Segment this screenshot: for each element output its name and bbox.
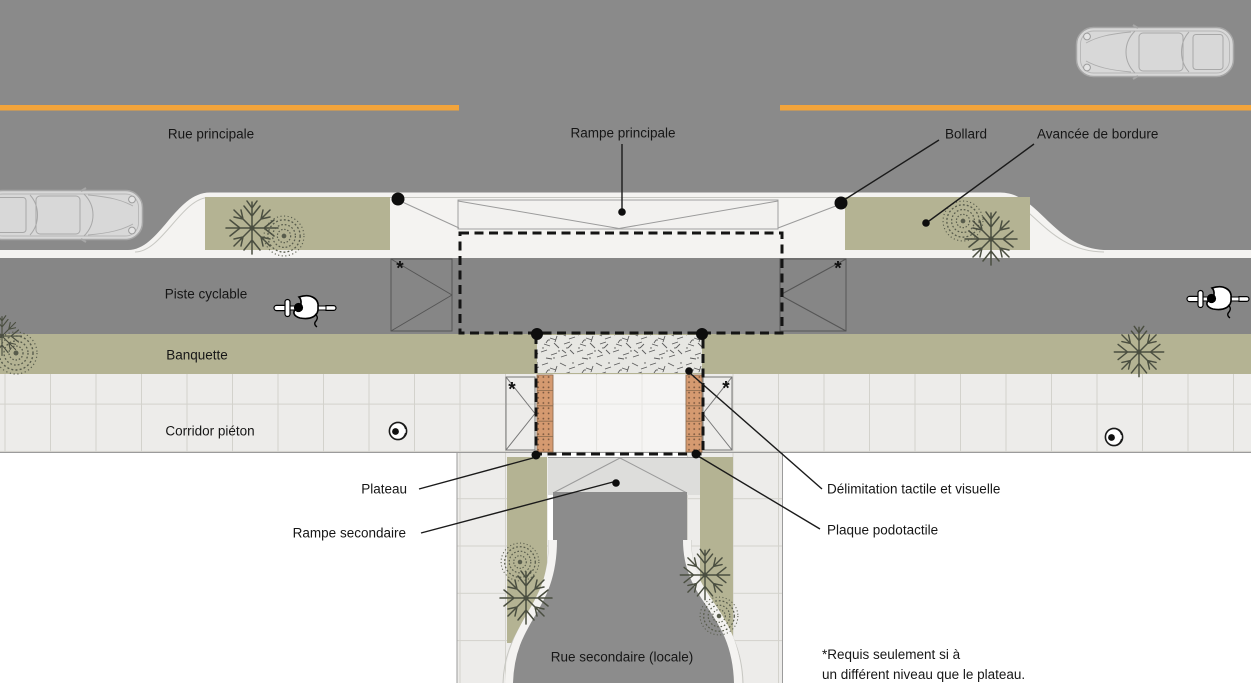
secondary-ramp-area bbox=[548, 457, 703, 495]
leader-lines bbox=[418, 139, 1035, 534]
leader-dot bbox=[685, 367, 693, 375]
label-rue-principale: Rue principale bbox=[167, 126, 255, 142]
footnote: *Requis seulement si à un différent nive… bbox=[822, 645, 1025, 683]
asterisk-marker: * bbox=[508, 379, 516, 401]
leader-dot bbox=[922, 219, 930, 227]
label-banquette: Banquette bbox=[166, 347, 228, 363]
label-piste-cyclable: Piste cyclable bbox=[164, 286, 248, 302]
label-plateau: Plateau bbox=[361, 481, 407, 497]
pedestrian-corridor-band bbox=[0, 374, 1251, 453]
tactile-delimitation-strip bbox=[537, 335, 702, 373]
bike-lane-band bbox=[0, 258, 1251, 334]
leader-dot bbox=[618, 208, 626, 216]
crossing-dot bbox=[696, 328, 708, 340]
footnote-line1: *Requis seulement si à bbox=[822, 647, 961, 662]
planting-strip-right bbox=[845, 197, 1030, 250]
label-plaque-podotactile: Plaque podotactile bbox=[827, 522, 939, 538]
planting-strip-left bbox=[205, 197, 390, 250]
lane-marking-right bbox=[780, 105, 1251, 111]
car-icon bbox=[0, 187, 144, 243]
label-avancee-de-bordure: Avancée de bordure bbox=[1037, 126, 1159, 142]
crossing-dot bbox=[531, 328, 543, 340]
bollard-dot bbox=[834, 196, 848, 210]
plateau-outline bbox=[458, 231, 784, 456]
asterisk-marker: * bbox=[722, 378, 730, 400]
lane-marking-left bbox=[0, 105, 459, 111]
label-rue-secondaire: Rue secondaire (locale) bbox=[550, 649, 694, 665]
label-corridor-pieton: Corridor piéton bbox=[165, 423, 255, 439]
pedestrian-icon bbox=[1104, 427, 1124, 447]
bollard-zone-bike-left bbox=[390, 258, 453, 332]
pedestrian-icon bbox=[388, 421, 408, 441]
bollard-zone-bike-right bbox=[779, 258, 847, 332]
podotactile-plate-right bbox=[685, 374, 703, 453]
asterisk-marker: * bbox=[396, 258, 404, 280]
main-ramp bbox=[397, 199, 842, 230]
corner-dot bbox=[691, 449, 701, 459]
asterisk-marker: * bbox=[834, 258, 842, 280]
footnote-line2: un différent niveau que le plateau. bbox=[822, 667, 1026, 682]
secondary-street bbox=[502, 492, 744, 683]
label-rampe-principale: Rampe principale bbox=[570, 125, 676, 141]
leader-dot bbox=[612, 479, 620, 487]
corner-dot bbox=[531, 450, 541, 460]
bollard-dot bbox=[391, 192, 405, 206]
label-delimitation-tactile: Délimitation tactile et visuelle bbox=[827, 481, 1001, 497]
label-rampe-secondaire: Rampe secondaire bbox=[292, 525, 406, 541]
podotactile-plate-left bbox=[536, 374, 554, 453]
car-icon bbox=[1075, 24, 1235, 80]
crossing-surface bbox=[554, 375, 685, 452]
label-bollard: Bollard bbox=[945, 126, 988, 142]
bollard-dots bbox=[391, 192, 930, 487]
